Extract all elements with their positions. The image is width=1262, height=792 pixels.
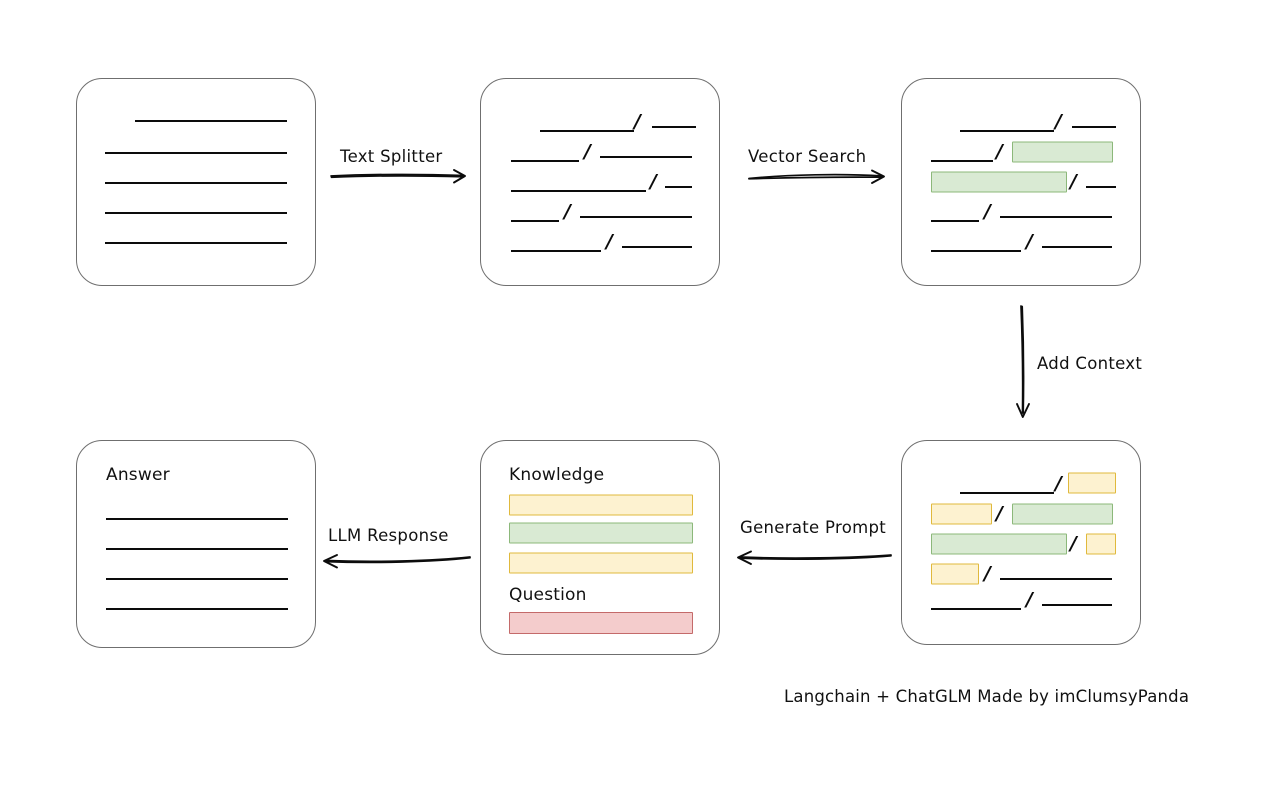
matched-row-1-slash: / [1055, 110, 1062, 133]
edge-label-text-splitter: Text Splitter [340, 147, 443, 166]
source-line-4 [105, 212, 287, 214]
matched-row-2-slash: / [996, 140, 1003, 163]
split-row-4-slash: / [564, 200, 571, 223]
split-row-4-seg-a [511, 220, 559, 222]
context-row-3-added-context[interactable] [1086, 533, 1116, 555]
matched-row-1-seg-b [1072, 126, 1116, 128]
arrow-add-context [1016, 305, 1030, 418]
footer-credit: Langchain + ChatGLM Made by imClumsyPand… [784, 687, 1190, 706]
matched-row-3-chunk-highlight[interactable] [931, 171, 1067, 193]
matched-row-4-seg-b [1000, 216, 1112, 218]
matched-row-3-seg-b [1086, 186, 1116, 188]
matched-row-5-slash: / [1026, 230, 1033, 253]
answer-line-1 [106, 518, 288, 520]
context-row-4-seg-b [1000, 578, 1112, 580]
node-split-chunks[interactable] [480, 78, 720, 286]
matched-row-5-seg-a [931, 250, 1021, 252]
context-row-2-slash: / [996, 502, 1003, 525]
context-row-4-slash: / [984, 562, 991, 585]
context-row-1-slash: / [1055, 472, 1062, 495]
edge-label-vector-search: Vector Search [748, 147, 867, 166]
split-row-3-slash: / [650, 170, 657, 193]
prompt-knowledge-bar-2[interactable] [509, 522, 693, 544]
matched-row-5-seg-b [1042, 246, 1112, 248]
answer-label: Answer [106, 465, 170, 485]
context-row-3-chunk-highlight[interactable] [931, 533, 1067, 555]
answer-line-2 [106, 548, 288, 550]
source-line-2 [105, 152, 287, 154]
source-line-3 [105, 182, 287, 184]
answer-line-3 [106, 578, 288, 580]
context-row-2-chunk-highlight[interactable] [1012, 503, 1113, 525]
matched-row-4-seg-a [931, 220, 979, 222]
edge-label-llm-response: LLM Response [328, 526, 449, 545]
prompt-knowledge-bar-3[interactable] [509, 552, 693, 574]
matched-row-3-slash: / [1070, 170, 1077, 193]
prompt-question-bar-1[interactable] [509, 612, 693, 634]
context-row-1-added-context[interactable] [1068, 472, 1116, 494]
matched-row-4-slash: / [984, 200, 991, 223]
edge-label-generate-prompt: Generate Prompt [740, 518, 886, 537]
context-row-3-slash: / [1070, 532, 1077, 555]
context-row-5-seg-b [1042, 604, 1112, 606]
arrow-generate-prompt [737, 550, 892, 565]
source-line-5 [105, 242, 287, 244]
split-row-2-slash: / [584, 140, 591, 163]
arrow-vector-search [748, 169, 885, 184]
context-row-1-seg-a [960, 492, 1054, 494]
edge-label-add-context: Add Context [1037, 354, 1143, 373]
context-row-4-added-context[interactable] [931, 563, 979, 585]
split-row-5-seg-b [622, 246, 692, 248]
prompt-knowledge-label: Knowledge [509, 465, 605, 485]
prompt-knowledge-bar-1[interactable] [509, 494, 693, 516]
matched-row-2-chunk-highlight[interactable] [1012, 141, 1113, 163]
split-row-5-seg-a [511, 250, 601, 252]
arrow-llm-response [323, 554, 471, 569]
context-row-5-seg-a [931, 608, 1021, 610]
node-answer[interactable] [76, 440, 316, 648]
split-row-2-seg-b [600, 156, 692, 158]
split-row-3-seg-b [665, 186, 692, 188]
prompt-question-label: Question [509, 585, 587, 605]
split-row-2-seg-a [511, 160, 579, 162]
arrow-text-splitter [330, 169, 466, 184]
split-row-1-seg-b [652, 126, 696, 128]
matched-row-1-seg-a [960, 130, 1054, 132]
split-row-1-slash: / [634, 110, 641, 133]
split-row-1-seg-a [540, 130, 634, 132]
context-row-2-added-context[interactable] [931, 503, 992, 525]
split-row-5-slash: / [606, 230, 613, 253]
split-row-4-seg-b [580, 216, 692, 218]
answer-line-4 [106, 608, 288, 610]
context-row-5-slash: / [1026, 588, 1033, 611]
source-line-1 [135, 120, 287, 122]
split-row-3-seg-a [511, 190, 646, 192]
matched-row-2-seg-a [931, 160, 993, 162]
